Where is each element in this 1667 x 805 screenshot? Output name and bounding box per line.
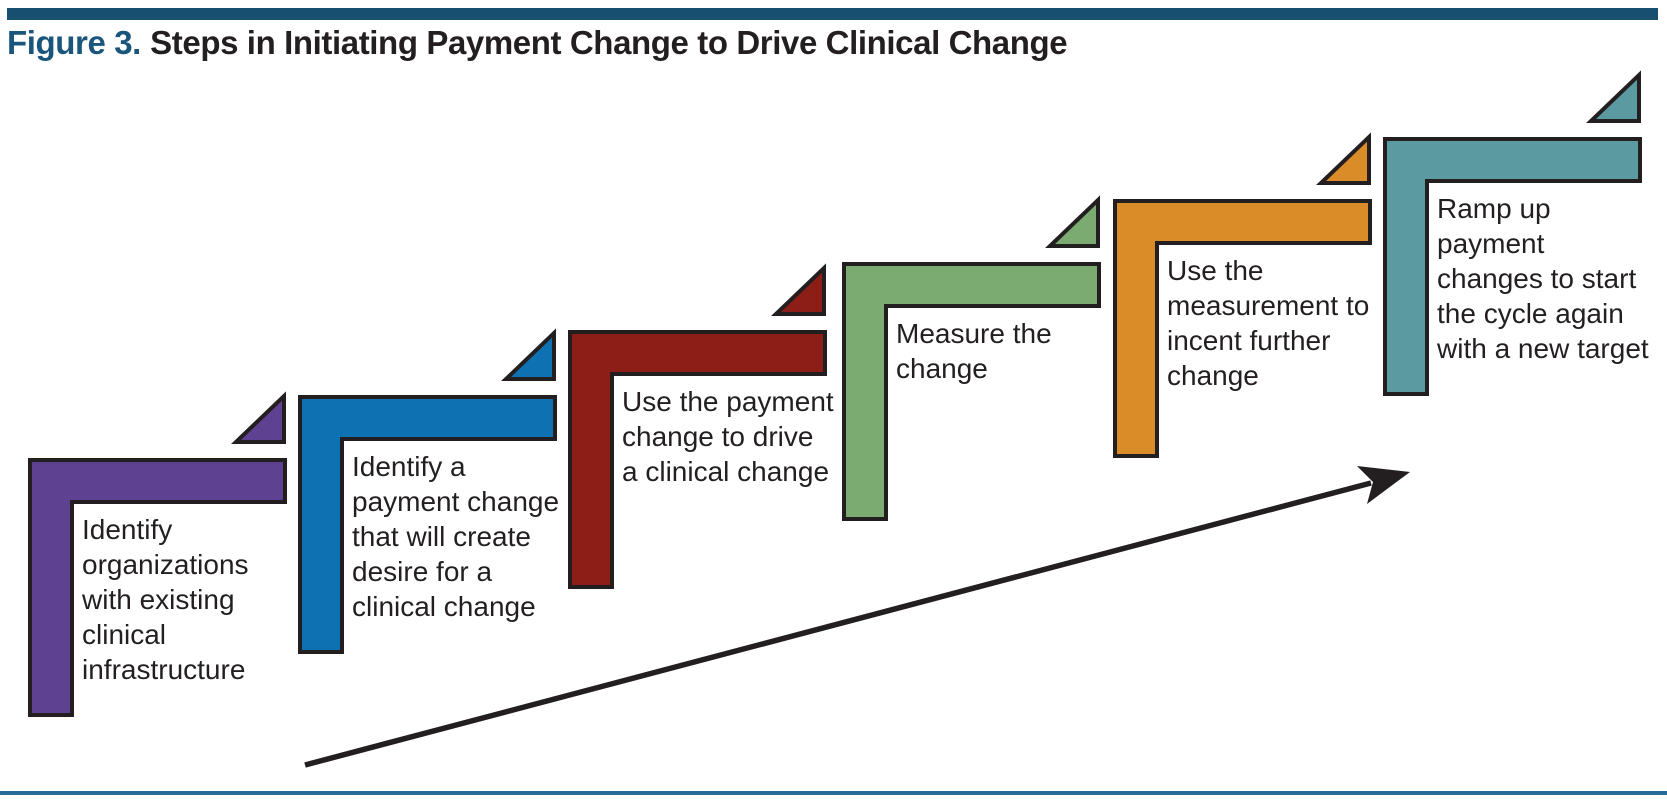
step-6-label: Ramp up payment changes to start the cyc… (1437, 193, 1649, 364)
figure-title-text: Steps in Initiating Payment Change to Dr… (150, 24, 1068, 61)
arrowhead-icon (1357, 466, 1410, 504)
step-1-triangle-icon (231, 391, 286, 444)
top-accent-bar (7, 8, 1658, 20)
figure-number-label: Figure 3. (7, 24, 141, 61)
step-3-label: Use the payment change to drive a clinic… (622, 386, 834, 487)
step-3: Use the payment change to drive a clinic… (568, 263, 834, 589)
step-2-label: Identify a payment change that will crea… (352, 451, 560, 622)
step-1-arrow-shape (28, 458, 287, 717)
bottom-rule (0, 791, 1667, 795)
step-2: Identify a payment change that will crea… (298, 328, 559, 654)
step-2-triangle-icon (501, 328, 556, 381)
step-5-arrow-shape (1113, 199, 1372, 458)
step-4-triangle-icon (1045, 195, 1100, 248)
step-6-triangle-icon (1586, 70, 1641, 123)
step-1-label: Identify organizations with existing cli… (82, 514, 249, 685)
step-4-label: Measure the change (896, 318, 1052, 384)
step-5-triangle-icon (1316, 132, 1371, 185)
step-5: Use the measurement to incent further ch… (1113, 132, 1372, 458)
step-6: Ramp up payment changes to start the cyc… (1383, 70, 1649, 396)
step-3-triangle-icon (771, 263, 826, 316)
step-4: Measure the change (842, 195, 1101, 521)
step-1: Identify organizations with existing cli… (28, 391, 287, 717)
figure-title: Figure 3.Steps in Initiating Payment Cha… (7, 24, 1068, 62)
step-6-arrow-shape (1383, 137, 1642, 396)
step-5-label: Use the measurement to incent further ch… (1167, 255, 1370, 391)
step-4-arrow-shape (842, 262, 1101, 521)
